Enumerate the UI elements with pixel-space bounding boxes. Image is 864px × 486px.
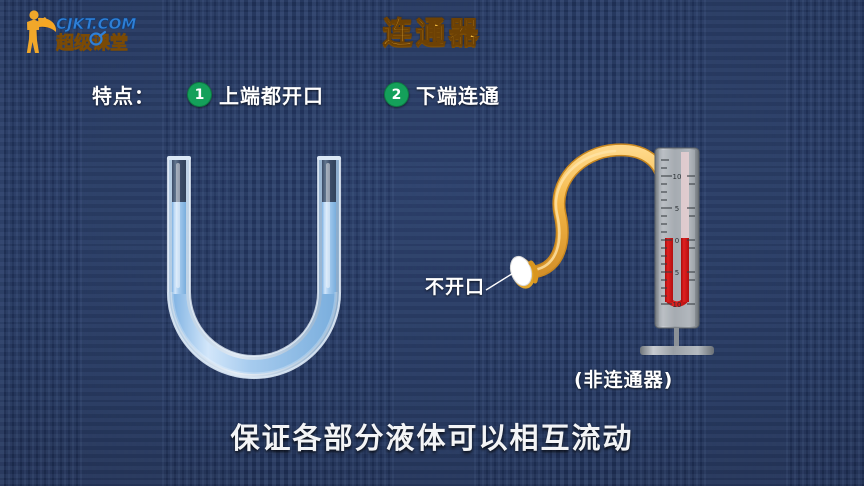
scale-tick-2: 0 bbox=[675, 237, 679, 245]
slide-caption: 保证各部分液体可以相互流动 bbox=[230, 421, 634, 455]
feature-text-1: 上端都开口 bbox=[219, 84, 324, 108]
feature-text-2: 下端连通 bbox=[416, 84, 500, 108]
svg-text:CJKT.COM: CJKT.COM bbox=[56, 15, 136, 33]
manometer: 10 5 0 5 10 bbox=[640, 147, 714, 355]
features-label: 特点： bbox=[92, 84, 155, 108]
feature-badge-2: 2 bbox=[384, 82, 409, 107]
features-row: 特点： 1 上端都开口 2 下端连通 bbox=[92, 80, 500, 109]
membrane-cap-icon bbox=[509, 255, 539, 289]
scale-tick-4: 10 bbox=[673, 301, 682, 309]
closed-end-label: 不开口 bbox=[425, 276, 486, 298]
page-title: 连通器 bbox=[382, 16, 482, 52]
scale-tick-1: 5 bbox=[675, 205, 679, 213]
scale-ticks bbox=[661, 159, 695, 305]
flexible-tube bbox=[527, 143, 669, 279]
feature-badge-1: 1 bbox=[187, 82, 212, 107]
stand-post bbox=[674, 328, 679, 348]
callout-leader-line bbox=[485, 271, 516, 291]
stand-base bbox=[640, 346, 714, 355]
feature-item-1: 1 上端都开口 bbox=[187, 80, 324, 109]
scale-tick-0: 10 bbox=[673, 173, 682, 181]
u-tube-body bbox=[166, 156, 342, 380]
hero-logo-icon: CJKT.COM 超级课堂 bbox=[26, 10, 137, 54]
feature-item-2: 2 下端连通 bbox=[384, 80, 500, 109]
brand-logo[interactable]: CJKT.COM 超级课堂 bbox=[12, 6, 138, 58]
scale-numbers: 10 5 0 5 10 bbox=[673, 173, 682, 309]
scale-tick-3: 5 bbox=[675, 269, 679, 277]
not-connected-vessel-label: (非连通器) bbox=[574, 369, 674, 391]
